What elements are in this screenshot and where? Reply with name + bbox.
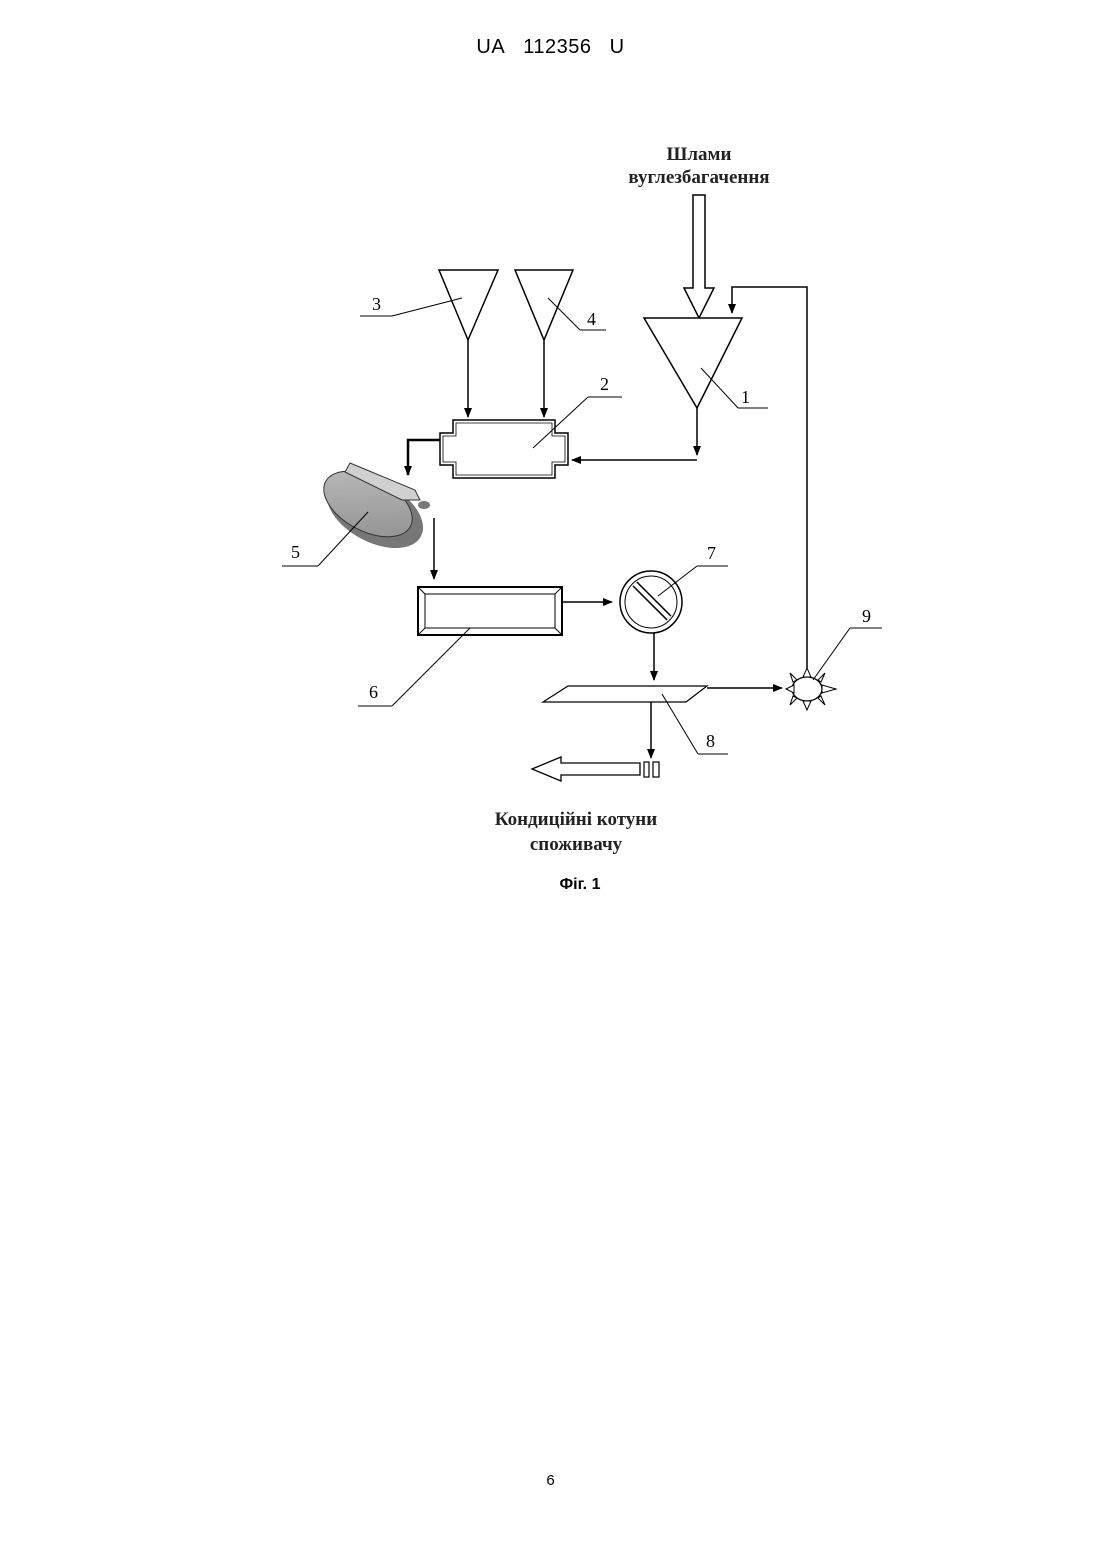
figure-caption: Фіг. 1 xyxy=(560,876,601,893)
leader-6 xyxy=(392,628,470,706)
screen-8 xyxy=(543,686,707,702)
label-3: 3 xyxy=(372,294,381,314)
leader-9 xyxy=(813,628,850,680)
input-arrow xyxy=(684,195,714,318)
crusher-9 xyxy=(786,668,836,710)
flow-2-to-5 xyxy=(408,440,440,475)
hopper-4 xyxy=(515,270,573,340)
label-5: 5 xyxy=(291,542,300,562)
hopper-3 xyxy=(439,270,498,340)
label-4: 4 xyxy=(587,309,596,329)
label-8: 8 xyxy=(706,731,715,751)
label-7: 7 xyxy=(707,543,716,563)
input-label-line2: вуглезбагачення xyxy=(628,167,769,188)
mixer-2 xyxy=(440,420,568,478)
leader-3-diag xyxy=(392,298,462,316)
output-label-line2: споживачу xyxy=(530,834,623,855)
output-arrow-block-a xyxy=(644,762,649,777)
output-label-line1: Кондиційні котуни xyxy=(495,809,657,830)
unit-7 xyxy=(620,571,682,633)
input-label-line1: Шлами xyxy=(667,144,732,165)
label-1: 1 xyxy=(741,387,750,407)
label-9: 9 xyxy=(862,606,871,626)
pelletizer-5 xyxy=(313,458,435,563)
process-flow-diagram: Шлами вуглезбагачення 1 3 4 2 5 xyxy=(0,0,1101,1000)
label-6: 6 xyxy=(369,682,378,702)
vessel-1 xyxy=(644,318,742,408)
output-arrow-block-b xyxy=(653,762,659,777)
label-2: 2 xyxy=(600,374,609,394)
output-arrow xyxy=(532,757,640,781)
leader-8 xyxy=(662,694,698,754)
page-number: 6 xyxy=(0,1472,1101,1489)
recycle-line-9-to-1 xyxy=(732,287,807,668)
